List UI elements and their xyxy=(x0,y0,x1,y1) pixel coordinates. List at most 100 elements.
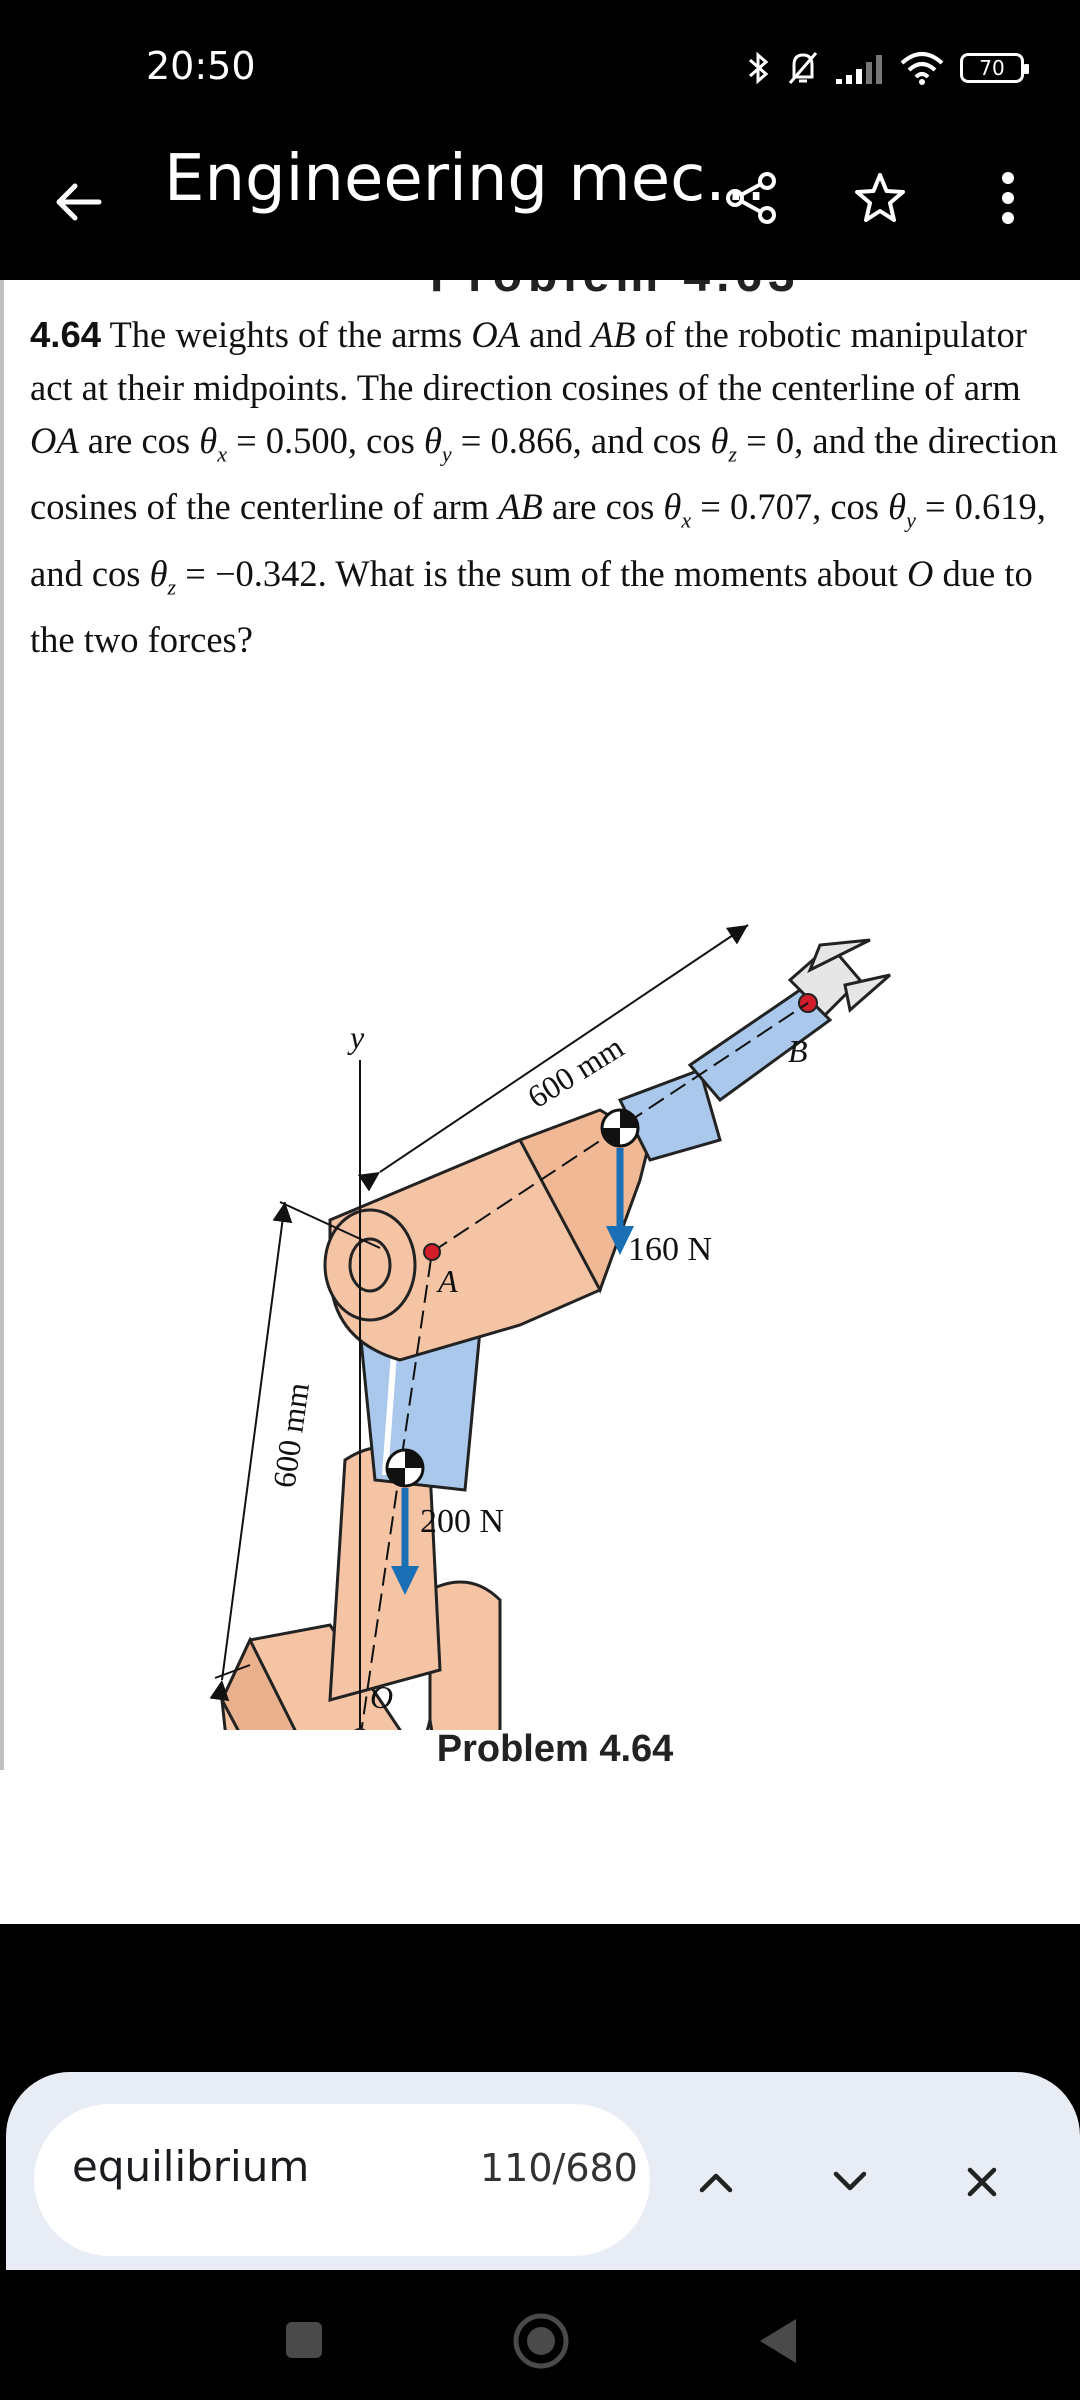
math-text: cos xyxy=(605,486,655,528)
force-160n-label: 160 N xyxy=(628,1231,712,1268)
dimension-left-line xyxy=(209,1201,293,1702)
next-match-button[interactable] xyxy=(818,2150,882,2214)
point-label: O xyxy=(907,552,934,594)
system-navigation-bar xyxy=(0,2270,1080,2400)
arm-label: OA xyxy=(30,420,79,461)
math-value: 0, and the direction cosines of the cent… xyxy=(30,420,1058,528)
math-text: cos xyxy=(366,420,415,461)
problem-text: and xyxy=(529,314,582,355)
math-value: 0.866, and xyxy=(490,420,644,461)
math-subscript: y xyxy=(441,441,452,467)
status-bar: 20:50 70 xyxy=(0,0,1080,130)
gripper-jaw-top xyxy=(807,938,871,974)
find-in-page-panel: equilibrium 110/680 xyxy=(0,2024,1080,2322)
dimension-top-line xyxy=(357,924,749,1192)
nav-recents-icon xyxy=(286,2322,322,2358)
math-value: 0.619, and xyxy=(30,486,1046,594)
math-subscript: x xyxy=(681,507,692,533)
math-text: cos xyxy=(91,552,141,594)
previous-problem-heading: Problem 4.63 xyxy=(430,280,801,303)
problem-text: due to the two forces? xyxy=(30,552,1033,660)
point-a-marker xyxy=(423,1243,441,1261)
back-arrow-icon xyxy=(56,183,102,221)
dimension-tick xyxy=(214,1664,251,1679)
math-symbol: θ xyxy=(199,420,218,461)
math-subscript: z xyxy=(728,441,737,467)
close-find-button[interactable] xyxy=(950,2150,1014,2214)
dimension-tick xyxy=(279,1201,381,1249)
point-o-marker xyxy=(354,1728,366,1730)
arm-label: AB xyxy=(498,486,543,528)
math-symbol: θ xyxy=(710,420,729,461)
battery-icon: 70 xyxy=(960,53,1029,83)
close-icon xyxy=(967,2167,997,2197)
robot-arm-figure: 600 mm 600 mm 160 N 200 N A B O x y z xyxy=(209,924,891,1730)
math-text: = xyxy=(924,486,946,528)
problem-text: are xyxy=(551,486,597,528)
math-subscript: y xyxy=(906,507,916,533)
math-subscript: z xyxy=(167,573,177,599)
more-vert-icon xyxy=(1002,172,1014,224)
status-icons: 70 xyxy=(746,48,1029,88)
problem-text: of the robotic manipulator act at their … xyxy=(30,314,1027,408)
math-value: 0.500, xyxy=(265,420,358,461)
point-o-label: O xyxy=(370,1679,393,1715)
problem-number: 4.64 xyxy=(30,314,102,355)
back-nav-button[interactable] xyxy=(750,2310,806,2372)
joint-a-hub xyxy=(348,1237,392,1293)
chevron-up-icon xyxy=(699,2173,733,2193)
math-text: = xyxy=(700,486,721,528)
math-symbol: θ xyxy=(149,552,168,594)
home-button[interactable] xyxy=(510,2310,572,2372)
bell-off-icon xyxy=(788,52,818,84)
signal-icon xyxy=(836,55,882,84)
math-text: = xyxy=(185,552,206,594)
match-count: 110/680 xyxy=(480,2146,638,2190)
share-icon xyxy=(726,172,776,224)
page-title: Engineering mec... xyxy=(164,142,767,216)
arm-label: AB xyxy=(591,314,636,355)
math-text: = xyxy=(236,420,257,461)
joint-a-cap xyxy=(323,1208,417,1322)
math-symbol: θ xyxy=(888,486,907,528)
math-symbol: θ xyxy=(423,420,442,461)
arm-label: OA xyxy=(471,314,521,355)
bluetooth-icon xyxy=(749,51,769,85)
gripper-jaw-bottom xyxy=(843,973,891,1013)
status-time: 20:50 xyxy=(146,44,256,88)
cg-marker-oa xyxy=(385,1448,425,1488)
math-subscript: x xyxy=(217,441,227,467)
wifi-icon xyxy=(900,52,944,85)
nav-back-icon xyxy=(760,2319,796,2363)
more-options-button[interactable] xyxy=(978,166,1038,230)
arm-oa-centerline xyxy=(360,1251,433,1730)
dimension-left-label: 600 mm xyxy=(266,1380,316,1490)
problem-text: are xyxy=(87,420,133,461)
axis-y-label: y xyxy=(347,1019,365,1055)
problem-text: What is the sum of the moments about xyxy=(335,552,898,594)
share-button[interactable] xyxy=(720,166,784,230)
math-value: 0.707, xyxy=(729,486,822,528)
point-a-label: A xyxy=(436,1263,458,1299)
math-text: cos xyxy=(141,420,191,461)
force-200n-label: 200 N xyxy=(420,1503,504,1540)
recents-button[interactable] xyxy=(276,2312,332,2368)
problem-text: The weights of the arms xyxy=(109,314,463,355)
page-gap xyxy=(0,1924,1080,2024)
figure-caption: Problem 4.64 xyxy=(436,1728,674,1770)
previous-match-button[interactable] xyxy=(684,2150,748,2214)
document-page[interactable]: Problem 4.63 4.64 The weights of the arm… xyxy=(0,280,1080,1924)
math-text: = xyxy=(460,420,482,461)
find-input[interactable] xyxy=(34,2104,650,2256)
arm-oa-highlight xyxy=(382,1339,398,1476)
math-value: −0.342. xyxy=(214,552,327,594)
app-bar: Engineering mec... xyxy=(0,130,1080,280)
bookmark-star-button[interactable] xyxy=(848,166,912,230)
back-button[interactable] xyxy=(44,168,112,236)
math-symbol: θ xyxy=(663,486,682,528)
nav-home-icon xyxy=(513,2313,569,2369)
math-text: cos xyxy=(830,486,879,528)
page-edge xyxy=(0,280,4,1770)
problem-statement: 4.64 The weights of the arms OA and AB o… xyxy=(30,308,1060,666)
find-query-text[interactable]: equilibrium xyxy=(72,2142,310,2191)
